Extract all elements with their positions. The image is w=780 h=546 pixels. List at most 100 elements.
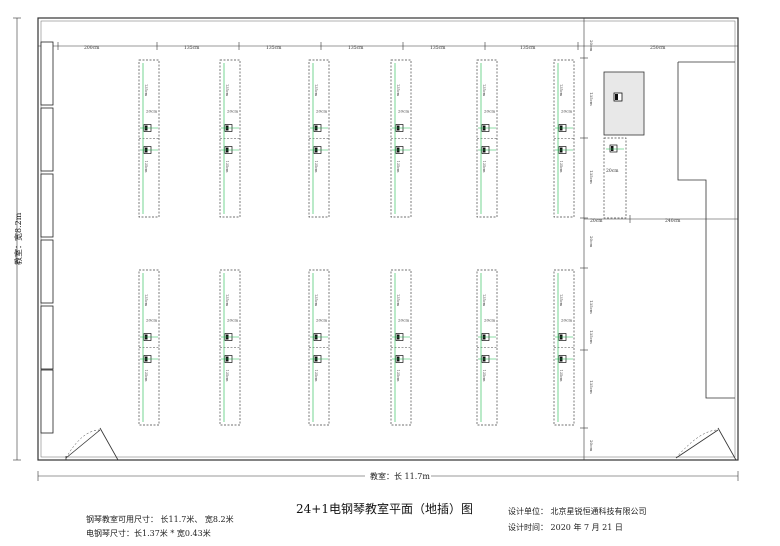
gap-label: 20cm	[316, 109, 327, 114]
top-dimension-line	[38, 42, 739, 50]
piano-desk-pair: 135cm 135cm 20cm	[390, 269, 412, 426]
desk-outline	[138, 269, 160, 426]
note-design-unit: 设计单位： 北京星锐恒通科技有限公司	[508, 507, 647, 516]
teacher-desk	[603, 71, 645, 136]
desk-length-label: 135cm	[482, 161, 486, 174]
gap-label: 20cm	[398, 109, 409, 114]
desk-length-label: 135cm	[396, 161, 400, 174]
piano-desk-pair: 135cm 135cm 20cm	[219, 59, 241, 218]
gap-label: 20cm	[398, 318, 409, 323]
window-2	[40, 107, 54, 172]
left-dimension-line	[13, 17, 21, 461]
socket-pin	[611, 146, 614, 151]
gap-label: 20cm	[146, 109, 157, 114]
desk-length-label: 135cm	[482, 370, 486, 383]
window-6	[40, 369, 54, 434]
desk-outline	[476, 269, 498, 426]
right-spacing-5: 135cm	[589, 300, 594, 314]
left-windows	[40, 41, 54, 434]
gap-label: 20cm	[146, 318, 157, 323]
right-spacing-8: 20cm	[589, 440, 594, 451]
desk-length-label: 135cm	[482, 84, 486, 97]
door-left	[65, 427, 119, 461]
desk-length-label: 135cm	[559, 84, 563, 97]
desk-outline	[553, 269, 575, 426]
desk-length-label: 135cm	[559, 161, 563, 174]
window-1	[40, 41, 54, 106]
desk-outline	[476, 59, 498, 218]
piano-desk-grid: 135cm 135cm 20cm 135cm 135cm 20cm 135cm 135cm 20…	[138, 59, 627, 426]
note-design-time: 设计时间： 2020 年 7 月 21 日	[508, 523, 623, 532]
right-spacing-1: 20cm	[589, 40, 594, 51]
desk-outline	[390, 59, 412, 218]
small-gap-label: 20cm	[606, 168, 619, 174]
desk-length-label: 135cm	[225, 294, 229, 307]
desk-outline	[308, 59, 330, 218]
desk-outline	[390, 269, 412, 426]
desk-length-label: 135cm	[314, 161, 318, 174]
width-label: 教室：宽8.2m	[13, 212, 23, 265]
gap-label: 20cm	[227, 318, 238, 323]
window-3	[40, 173, 54, 238]
desk-length-label: 135cm	[559, 294, 563, 307]
right-spacing-2: 135cm	[589, 92, 594, 106]
desk-outline	[219, 269, 241, 426]
top-spacing-4: 135cm	[348, 45, 364, 51]
gap-label: 20cm	[484, 109, 495, 114]
top-spacing-5: 135cm	[430, 45, 446, 51]
mid-right-dimension	[584, 215, 738, 223]
top-spacing-7: 250cm	[650, 45, 666, 51]
top-spacing-6: 135cm	[520, 45, 536, 51]
gap-label: 20cm	[484, 318, 495, 323]
window-5	[40, 305, 54, 370]
gap-label: 20cm	[561, 109, 572, 114]
right-spacing-4: 20cm	[589, 236, 594, 247]
window-4	[40, 239, 54, 304]
piano-desk-pair: 135cm 135cm 20cm	[553, 59, 575, 218]
desk-length-label: 135cm	[225, 161, 229, 174]
desk-outline	[553, 59, 575, 218]
desk-outline	[219, 59, 241, 218]
desk-length-label: 135cm	[144, 370, 148, 383]
extra-piano-desk: 20cm	[603, 137, 627, 219]
right-dimension-line	[580, 18, 588, 460]
desk-length-label: 135cm	[396, 84, 400, 97]
desk-length-label: 135cm	[144, 84, 148, 97]
desk-length-label: 135cm	[144, 294, 148, 307]
desk-length-label: 135cm	[314, 370, 318, 383]
piano-desk-pair: 135cm 135cm 20cm	[476, 59, 498, 218]
door-right	[675, 427, 737, 461]
right-spacing-labels: 20cm 135cm 135cm 20cm 135cm 135cm 135cm …	[589, 40, 594, 451]
length-label: 教室：长 11.7m	[370, 471, 430, 481]
right-spacing-6: 135cm	[589, 380, 594, 394]
right-gap-label: 20cm	[590, 218, 603, 224]
note-usable-size: 钢琴教室可用尺寸： 长11.7米、 宽8.2米	[86, 515, 234, 524]
desk-length-label: 135cm	[396, 294, 400, 307]
desk-length-label: 135cm	[314, 84, 318, 97]
gap-label: 20cm	[227, 109, 238, 114]
right-spacing-3: 135cm	[589, 170, 594, 184]
plan-title: 24+1电钢琴教室平面（地插）图	[296, 502, 473, 516]
piano-desk-pair: 135cm 135cm 20cm	[138, 269, 160, 426]
note-piano-size: 电钢琴尺寸：长1.37米 * 宽0.43米	[86, 529, 211, 538]
stage-area-outline	[677, 61, 735, 399]
gap-label: 20cm	[316, 318, 327, 323]
desk-length-label: 135cm	[482, 294, 486, 307]
right-spacing-7: 135cm	[589, 330, 594, 344]
desk-length-label: 135cm	[225, 84, 229, 97]
top-spacing-labels: 200cm 135cm 135cm 135cm 135cm 135cm 250c…	[84, 45, 666, 51]
piano-desk-pair: 135cm 135cm 20cm	[390, 59, 412, 218]
top-spacing-2: 135cm	[184, 45, 200, 51]
desk-length-label: 135cm	[559, 370, 563, 383]
desk-outline	[308, 269, 330, 426]
length-label-bg	[365, 470, 431, 481]
side-spacing-label: 240cm	[665, 218, 681, 224]
room-inner-outline	[40, 20, 736, 458]
top-spacing-1: 200cm	[84, 45, 100, 51]
piano-desk-pair: 135cm 135cm 20cm	[476, 269, 498, 426]
desk-length-label: 135cm	[396, 370, 400, 383]
